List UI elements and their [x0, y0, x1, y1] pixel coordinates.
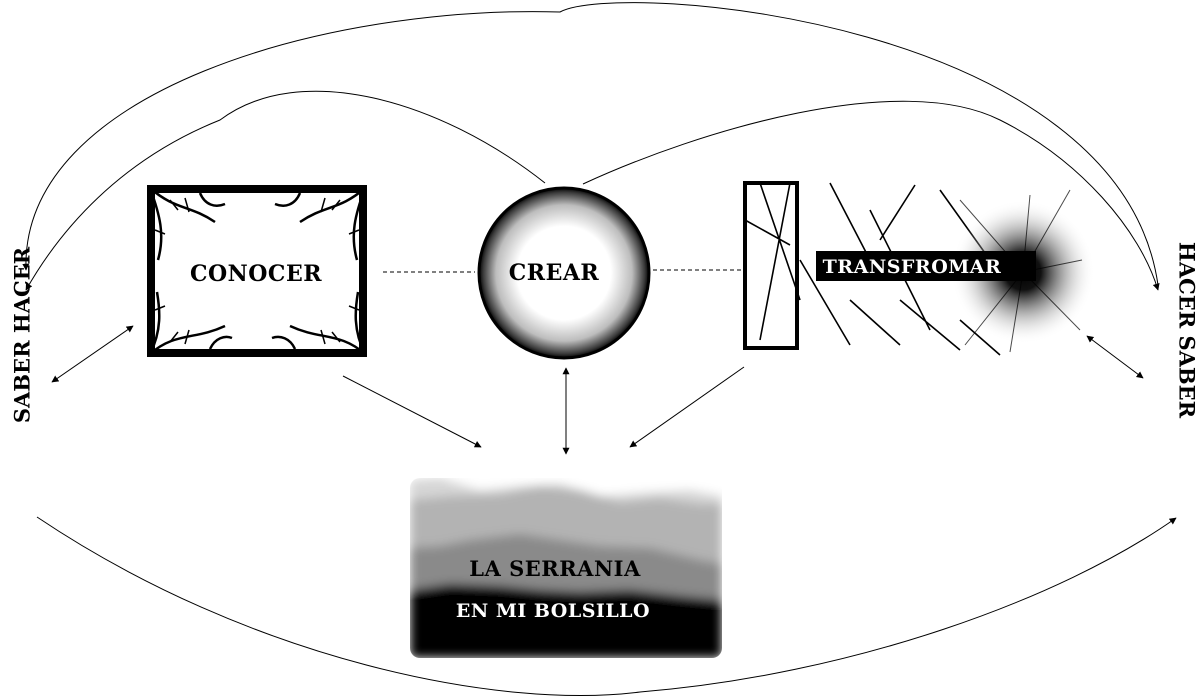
arc-crear-to-hacer-saber: [582, 100, 1160, 291]
arrow-transformar-hacer-saber: [1086, 335, 1144, 379]
outer-arc-top: [22, 2, 1159, 286]
hacer-saber-label: HACER SABER: [1174, 241, 1200, 419]
serrania-label-line1: LA SERRANIA: [469, 556, 641, 581]
conocer-label: CONOCER: [190, 261, 322, 287]
transformar-label: TRANSFROMAR: [823, 256, 1002, 278]
crear-node: CREAR: [477, 186, 651, 360]
serrania-node: LA SERRANIA EN MI BOLSILLO: [410, 478, 722, 658]
transformar-node: TRANSFROMAR: [743, 181, 1095, 358]
arrow-saber-hacer-conocer: [51, 325, 134, 383]
arrow-conocer-serrania: [342, 375, 482, 448]
arrow-transformar-serrania: [629, 366, 745, 448]
saber-hacer-label: SABER HACER: [9, 246, 35, 424]
crear-label: CREAR: [509, 260, 600, 286]
arc-crear-to-saber-hacer: [25, 90, 546, 291]
serrania-label-line2: EN MI BOLSILLO: [456, 600, 650, 622]
outer-arc-bottom: [36, 516, 1177, 696]
conocer-node: CONOCER: [147, 185, 367, 357]
